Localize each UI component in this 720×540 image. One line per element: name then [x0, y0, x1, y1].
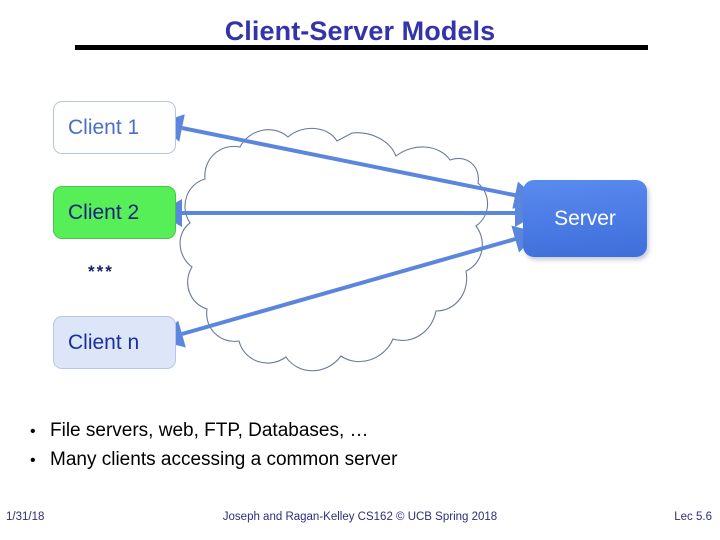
page-title: Client-Server Models [224, 16, 496, 46]
clients-ellipsis-marker: *** [88, 262, 114, 281]
network-cloud-icon [179, 127, 489, 372]
client-box-client1[interactable]: Client 1 [53, 101, 176, 154]
server-box[interactable]: Server [523, 180, 647, 257]
client-box-clientn[interactable]: Client n [53, 316, 176, 369]
footer-date: 1/31/18 [6, 511, 45, 523]
connector-clientn-server [158, 225, 539, 348]
client-box-label: Client 2 [68, 200, 140, 224]
list-item-text: Many clients accessing a common server [50, 449, 398, 470]
client-box-label: Client n [68, 330, 140, 354]
bullet-marker-icon: • [30, 452, 36, 469]
server-box-label: Server [554, 206, 616, 230]
list-item: • Many clients accessing a common server [30, 446, 670, 475]
client-box-client2[interactable]: Client 2 [53, 186, 176, 239]
connector-client1-server [158, 114, 539, 209]
bullet-list: • File servers, web, FTP, Databases, … •… [30, 417, 670, 475]
slide-footer: 1/31/18 Joseph and Ragan-Kelley CS162 © … [0, 511, 720, 531]
list-item: • File servers, web, FTP, Databases, … [30, 417, 670, 446]
bullet-marker-icon: • [30, 423, 36, 440]
list-item-text: File servers, web, FTP, Databases, … [50, 420, 369, 441]
client-box-label: Client 1 [68, 115, 140, 139]
footer-lecture-number: Lec 5.6 [674, 511, 712, 523]
title-underline-rule [75, 45, 648, 50]
footer-attribution: Joseph and Ragan-Kelley CS162 © UCB Spri… [222, 511, 498, 523]
